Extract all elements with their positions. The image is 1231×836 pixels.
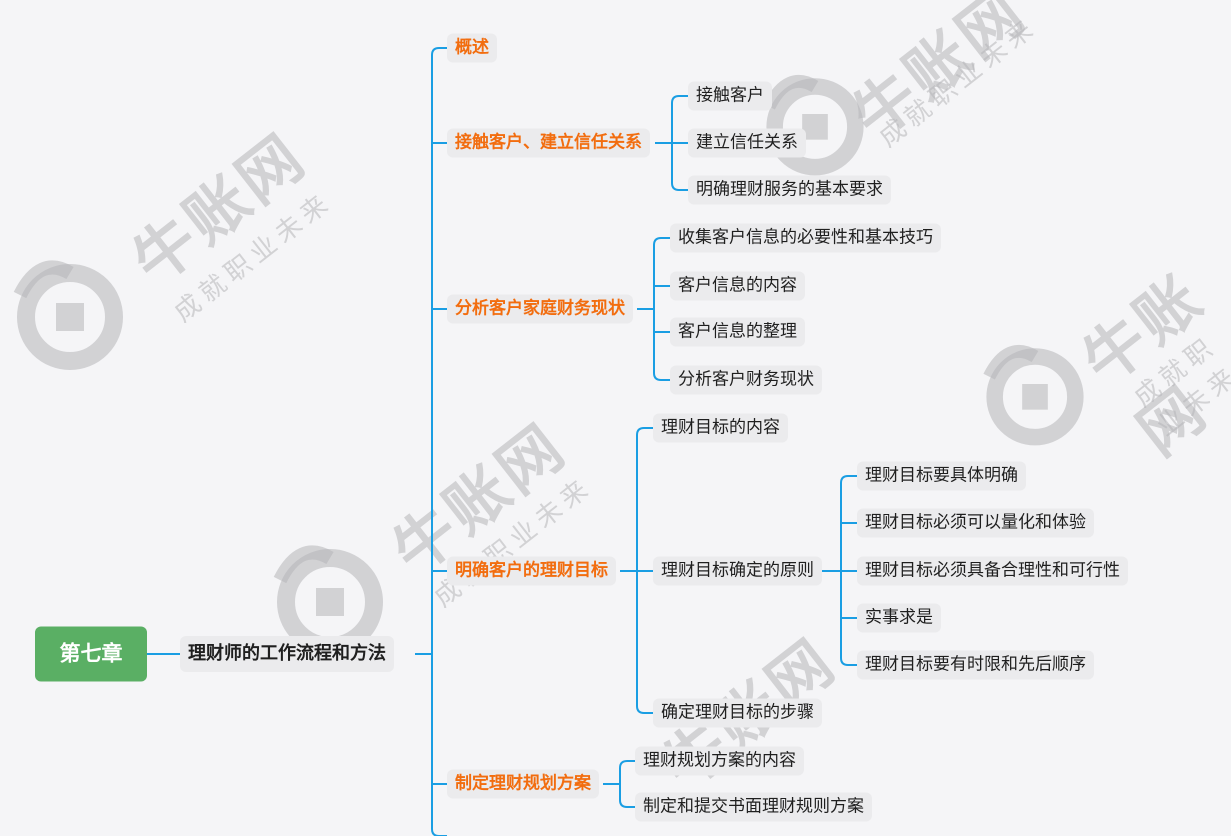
connector-line [671, 182, 688, 191]
section-contact-client[interactable]: 接触客户、建立信任关系 [447, 128, 650, 158]
connector-line [671, 95, 688, 104]
root-node[interactable]: 第七章 [35, 626, 147, 682]
topic-service-requirements[interactable]: 明确理财服务的基本要求 [688, 175, 891, 205]
topic-build-trust[interactable]: 建立信任关系 [688, 128, 806, 158]
subtopic-feasible[interactable]: 理财目标必须具备合理性和可行性 [857, 556, 1128, 586]
connector-line [636, 427, 653, 436]
main-topic-node[interactable]: 理财师的工作流程和方法 [180, 636, 394, 672]
connector-line [653, 372, 670, 381]
topic-plan-content[interactable]: 理财规划方案的内容 [635, 746, 804, 776]
subtopic-time-order[interactable]: 理财目标要有时限和先后顺序 [857, 650, 1094, 680]
section-analyze-finance[interactable]: 分析客户家庭财务现状 [447, 294, 633, 324]
topic-analyze-status[interactable]: 分析客户财务现状 [670, 365, 822, 395]
subtopic-quantifiable[interactable]: 理财目标必须可以量化和体验 [857, 508, 1094, 538]
subtopic-realistic[interactable]: 实事求是 [857, 603, 941, 633]
connector-line [619, 799, 635, 808]
section-financial-goals[interactable]: 明确客户的理财目标 [447, 556, 616, 586]
topic-submit-plan[interactable]: 制定和提交书面理财规则方案 [635, 792, 872, 822]
topic-goal-content[interactable]: 理财目标的内容 [653, 413, 788, 443]
connector-line [653, 237, 670, 246]
connector-line [619, 760, 635, 769]
connector-line [431, 828, 447, 836]
section-overview[interactable]: 概述 [447, 33, 497, 63]
topic-goal-steps[interactable]: 确定理财目标的步骤 [653, 698, 822, 728]
topic-info-organize[interactable]: 客户信息的整理 [670, 317, 805, 347]
connector-line [840, 657, 857, 666]
subtopic-specific[interactable]: 理财目标要具体明确 [857, 461, 1026, 491]
connector-line [636, 705, 653, 714]
topic-info-content[interactable]: 客户信息的内容 [670, 271, 805, 301]
topic-collect-info[interactable]: 收集客户信息的必要性和基本技巧 [670, 223, 941, 253]
connector-line [431, 47, 447, 56]
topic-goal-principles[interactable]: 理财目标确定的原则 [653, 556, 822, 586]
section-make-plan[interactable]: 制定理财规划方案 [447, 769, 599, 799]
topic-contact-client[interactable]: 接触客户 [688, 81, 772, 111]
connector-line [840, 475, 857, 484]
